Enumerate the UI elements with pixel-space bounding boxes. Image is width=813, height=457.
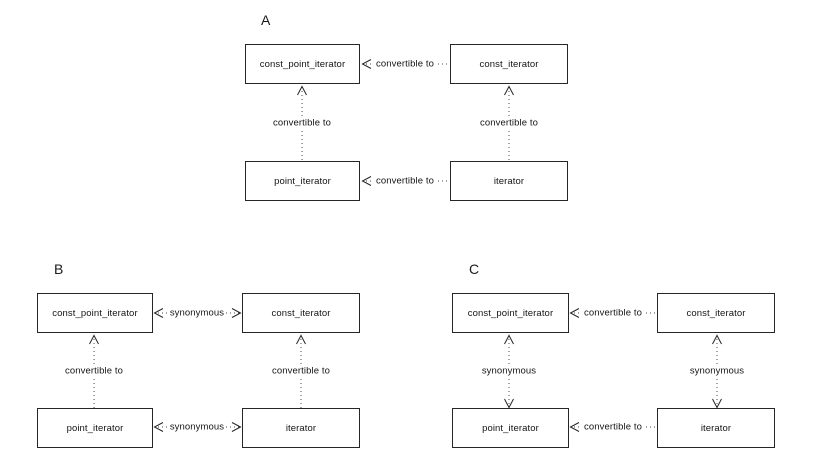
node-a-point-iterator[interactable]: point_iterator bbox=[245, 161, 360, 201]
edge-label-c-top-horizontal: convertible to bbox=[582, 307, 644, 319]
edge-label-a-bottom-horizontal: convertible to bbox=[374, 175, 436, 187]
edge-label-a-left-vertical: convertible to bbox=[271, 117, 333, 129]
edge-label-b-left-vertical: convertible to bbox=[63, 365, 125, 377]
edge-label-c-left-vertical: synonymous bbox=[479, 365, 539, 377]
edge-label-b-right-vertical: convertible to bbox=[270, 365, 332, 377]
node-a-const-point-iterator[interactable]: const_point_iterator bbox=[245, 44, 360, 84]
node-b-point-iterator[interactable]: point_iterator bbox=[37, 408, 153, 448]
panel-label-a: A bbox=[261, 12, 271, 28]
panel-label-b: B bbox=[54, 261, 64, 277]
node-b-const-iterator[interactable]: const_iterator bbox=[242, 293, 360, 333]
node-b-const-point-iterator[interactable]: const_point_iterator bbox=[37, 293, 153, 333]
node-c-const-point-iterator[interactable]: const_point_iterator bbox=[452, 293, 569, 333]
edge-label-c-bottom-horizontal: convertible to bbox=[582, 421, 644, 433]
node-a-iterator[interactable]: iterator bbox=[450, 161, 568, 201]
node-c-point-iterator[interactable]: point_iterator bbox=[452, 408, 569, 448]
node-c-const-iterator[interactable]: const_iterator bbox=[657, 293, 775, 333]
node-b-iterator[interactable]: iterator bbox=[242, 408, 360, 448]
edge-label-a-top-horizontal: convertible to bbox=[374, 58, 436, 70]
edge-label-b-top-horizontal: synonymous bbox=[167, 307, 227, 319]
edge-label-a-right-vertical: convertible to bbox=[478, 117, 540, 129]
node-c-iterator[interactable]: iterator bbox=[657, 408, 775, 448]
edge-label-b-bottom-horizontal: synonymous bbox=[167, 421, 227, 433]
node-a-const-iterator[interactable]: const_iterator bbox=[450, 44, 568, 84]
edge-label-c-right-vertical: synonymous bbox=[687, 365, 747, 377]
panel-label-c: C bbox=[469, 261, 480, 277]
